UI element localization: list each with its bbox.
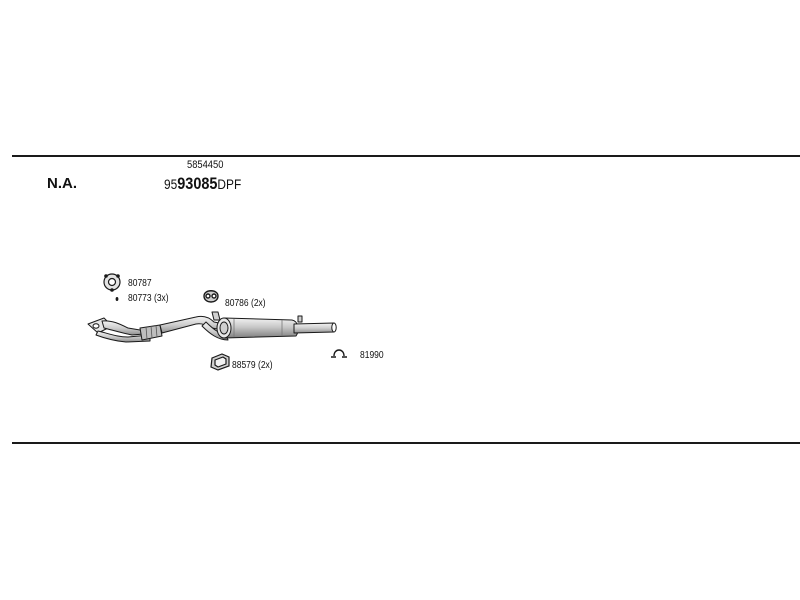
part-label-81990: 81990 [360, 350, 384, 361]
tail-pipe [293, 322, 335, 334]
top-divider-line [12, 155, 800, 157]
part-number-main: 93085 [177, 174, 218, 193]
part-label-80786: 80786 (2x) [225, 298, 266, 309]
part-number-suffix: DPF [217, 176, 242, 192]
bolt-dot-icon [115, 297, 119, 301]
part-number-prefix: 95 [164, 176, 178, 192]
hanger-tab [211, 311, 221, 321]
hanger-tab [297, 315, 303, 323]
pipe-clamp-icon [331, 349, 347, 358]
rubber-hanger-icon [203, 290, 219, 303]
part-label-80773: 80773 (3x) [128, 293, 169, 304]
bottom-divider-line [12, 442, 800, 444]
front-pipe-upper [101, 320, 145, 336]
reference-number: 5854450 [187, 159, 224, 171]
front-pipe-lower [95, 330, 151, 343]
part-number: 9593085DPF [164, 175, 241, 193]
gasket-ring-icon [103, 273, 121, 292]
part-label-80787: 80787 [128, 278, 152, 289]
part-label-88579: 88579 (2x) [232, 360, 273, 371]
exhaust-assembly [87, 311, 337, 343]
dpf-canister [216, 317, 299, 339]
mounting-bracket-icon [210, 353, 230, 371]
model-code: N.A. [47, 175, 77, 192]
